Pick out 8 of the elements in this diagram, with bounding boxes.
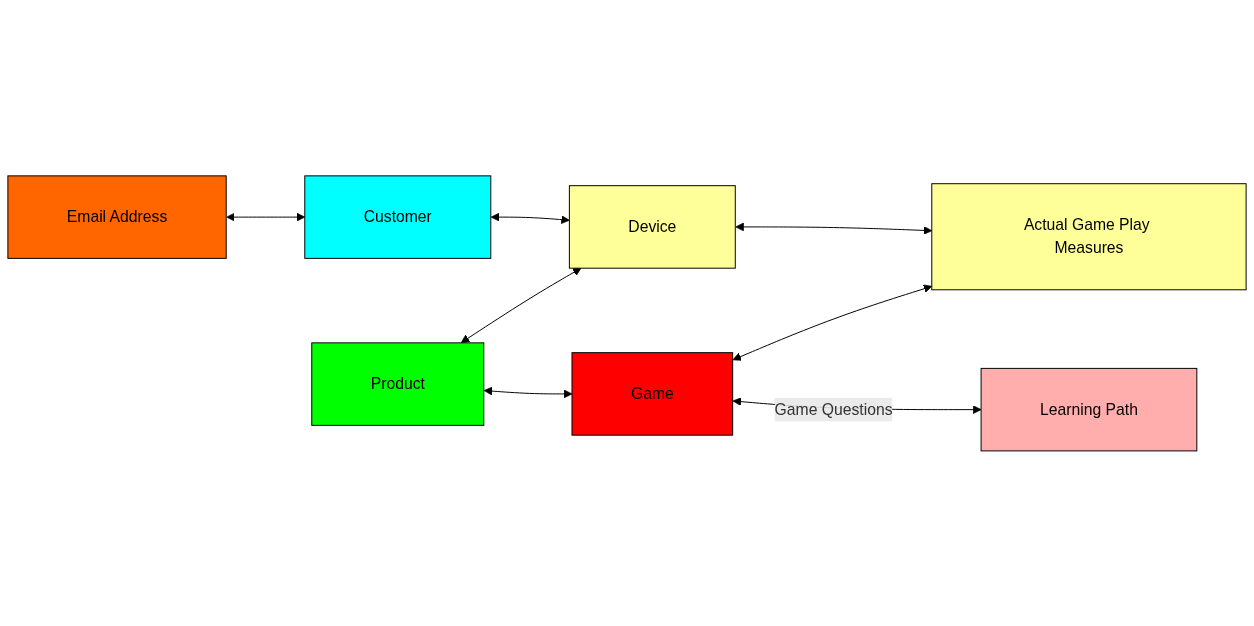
- node-box: Product: [311, 342, 485, 426]
- node-box: Learning Path: [980, 367, 1198, 451]
- edge-label: Game Questions: [774, 400, 893, 418]
- node-box: Email Address: [7, 175, 227, 259]
- node-box: Customer: [304, 175, 492, 259]
- node-box: Actual Game Play Measures: [931, 182, 1247, 290]
- node-box: Game: [571, 351, 734, 436]
- node-box: Device: [568, 184, 736, 269]
